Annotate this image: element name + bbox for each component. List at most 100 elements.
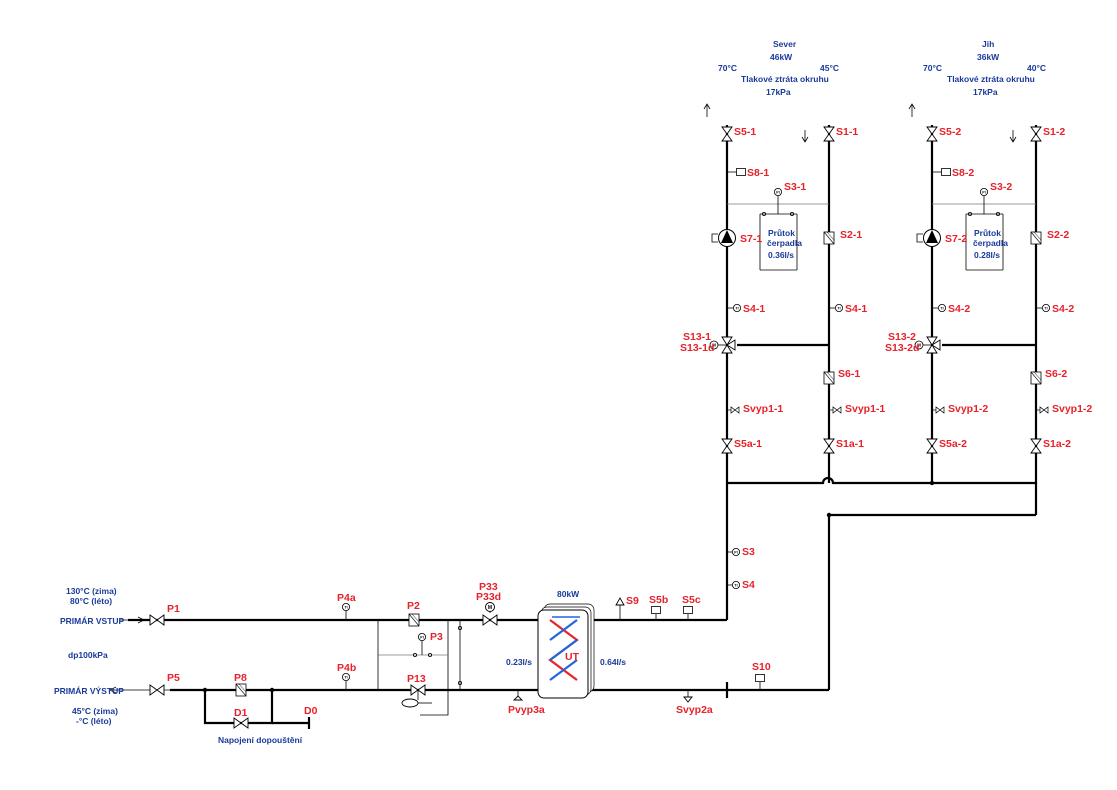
s4-2b-label: S4-2 xyxy=(1052,303,1074,315)
pvyp-label: Pvyp3a xyxy=(508,704,545,716)
p5-label: P5 xyxy=(167,672,180,684)
s13-1d-label: S13-1d xyxy=(680,342,714,354)
s6-1-label: S6-1 xyxy=(838,368,860,380)
p33-label: P33 xyxy=(479,581,498,593)
primary-return-summer: -°C (léto) xyxy=(76,716,112,726)
p1-label: P1 xyxy=(167,603,180,615)
jih-loss-label: Tlakové ztráta okruhu xyxy=(947,74,1035,84)
p1-valve-icon[interactable] xyxy=(149,614,165,626)
sever-loss-label: Tlakové ztráta okruhu xyxy=(741,74,829,84)
s5-1-valve-icon[interactable] xyxy=(721,126,733,142)
primary-temp-summer: 80°C (léto) xyxy=(70,596,112,606)
s2-1-filter-icon xyxy=(823,231,835,245)
svyp1-1a-label: Svyp1-1 xyxy=(743,403,783,415)
s5b-sensor-icon xyxy=(651,606,661,614)
s3-1-label: S3-1 xyxy=(784,181,806,193)
s2-2-filter-icon xyxy=(1030,231,1042,245)
primary-inlet-label: PRIMÁR VSTUP xyxy=(60,616,125,626)
s4-2b-thermometer-icon xyxy=(1041,303,1051,313)
s4-1b-thermometer-icon xyxy=(834,303,844,313)
d1-label: D1 xyxy=(234,707,248,719)
exchanger-power: 80kW xyxy=(557,589,580,599)
s1-1-valve-icon[interactable] xyxy=(823,126,835,142)
svyp1-1b-label: Svyp1-1 xyxy=(845,403,885,415)
s5-2-label: S5-2 xyxy=(939,126,961,138)
sever-loss-value: 17kPa xyxy=(766,87,791,97)
s13-2-label: S13-2 xyxy=(888,331,916,343)
s7-2-label: S7-2 xyxy=(945,233,967,245)
d1-valve-icon[interactable] xyxy=(233,717,249,729)
exchanger-flow-primary: 0.23l/s xyxy=(506,657,532,667)
jih-flow-l2: čerpadla xyxy=(973,238,1008,248)
sever-flow-value: 0.36l/s xyxy=(768,250,794,260)
s5b-label: S5b xyxy=(649,594,668,606)
jih-power: 36kW xyxy=(977,52,1000,62)
svyp1-2b-drain-icon[interactable] xyxy=(1035,406,1049,414)
jih-flow-l1: Průtok xyxy=(974,228,1001,238)
s5a-1-valve-icon[interactable] xyxy=(721,438,733,454)
s1-2-valve-icon[interactable] xyxy=(1030,126,1042,142)
circuit-sever: Sever 46kW 70°C 45°C Tlakové ztráta okru… xyxy=(680,39,885,483)
s5c-label: S5c xyxy=(682,594,701,606)
primary-outlet-label: PRIMÁR VÝSTUP xyxy=(54,685,124,696)
d0-label: D0 xyxy=(304,705,318,717)
sever-name: Sever xyxy=(773,39,797,49)
s5a-2-valve-icon[interactable] xyxy=(926,438,938,454)
jih-t-return: 40°C xyxy=(1027,63,1046,73)
s7-1-pump-icon[interactable] xyxy=(718,229,736,247)
s10-label: S10 xyxy=(752,661,771,673)
s4-1b-label: S4-1 xyxy=(845,303,867,315)
s2-1-label: S2-1 xyxy=(840,229,862,241)
s7-1-label: S7-1 xyxy=(740,233,762,245)
p5-valve-icon[interactable] xyxy=(149,684,165,696)
s9-label: S9 xyxy=(626,595,639,607)
s1a-2-valve-icon[interactable] xyxy=(1030,438,1042,454)
s1a-2-label: S1a-2 xyxy=(1043,438,1071,450)
p33-valve-icon[interactable] xyxy=(482,614,498,626)
exchanger-label: UT xyxy=(565,651,580,663)
jih-loss-value: 17kPa xyxy=(973,87,998,97)
s3-2-pressure-icon xyxy=(979,187,989,197)
sever-t-return: 45°C xyxy=(820,63,839,73)
svyp1-1b-drain-icon[interactable] xyxy=(828,406,842,414)
fill-connection-label: Napojení dopouštění xyxy=(218,735,303,745)
svyp2-label: Svyp2a xyxy=(676,704,713,716)
s1a-1-label: S1a-1 xyxy=(836,438,864,450)
s5c-sensor-icon xyxy=(683,606,693,614)
p4a-label: P4a xyxy=(337,592,356,604)
s1-1-label: S1-1 xyxy=(836,126,858,138)
s2-2-label: S2-2 xyxy=(1047,229,1069,241)
s7-2-pump-icon[interactable] xyxy=(923,229,941,247)
s4-label: S4 xyxy=(742,579,755,591)
svyp1-2a-drain-icon[interactable] xyxy=(931,406,945,414)
s1a-1-valve-icon[interactable] xyxy=(823,438,835,454)
sever-flow-l1: Průtok xyxy=(768,228,795,238)
p4b-label: P4b xyxy=(337,662,356,674)
p3-label: P3 xyxy=(430,631,443,643)
s3-1-pressure-icon xyxy=(773,187,783,197)
s5-2-valve-icon[interactable] xyxy=(926,126,938,142)
p2-label: P2 xyxy=(407,600,420,612)
svg-text:M: M xyxy=(488,605,492,611)
jih-flow-value: 0.28l/s xyxy=(974,250,1000,260)
p4b-thermometer-icon xyxy=(341,672,351,682)
primary-dp-label: dp100kPa xyxy=(68,650,108,660)
primary-temp-winter: 130°C (zima) xyxy=(66,586,117,596)
s13-1-label: S13-1 xyxy=(683,331,711,343)
circuit-jih: Jih 36kW 70°C 40°C Tlakové ztráta okruhu… xyxy=(885,39,1092,454)
p3-pressure-icon xyxy=(417,632,427,642)
primary-return-winter: 45°C (zima) xyxy=(72,706,118,716)
svyp1-2a-label: Svyp1-2 xyxy=(948,403,988,415)
svyp1-2b-label: Svyp1-2 xyxy=(1052,403,1092,415)
s4-thermometer-icon xyxy=(731,580,741,590)
exchanger-flow-secondary: 0.64l/s xyxy=(600,657,626,667)
s5a-1-label: S5a-1 xyxy=(734,438,762,450)
s6-1-filter-icon xyxy=(823,371,835,385)
s3-pressure-icon xyxy=(731,547,741,557)
p4a-thermometer-icon xyxy=(341,602,351,612)
p8-label: P8 xyxy=(234,672,247,684)
svyp1-1a-drain-icon[interactable] xyxy=(726,406,740,414)
p33d-label: P33d xyxy=(476,591,501,603)
sever-t-supply: 70°C xyxy=(718,63,737,73)
s4-1a-thermometer-icon xyxy=(732,303,742,313)
